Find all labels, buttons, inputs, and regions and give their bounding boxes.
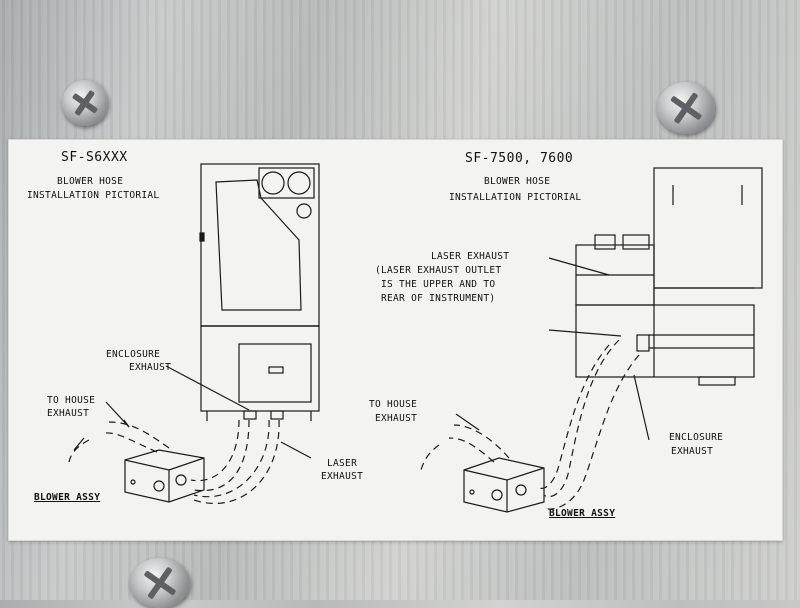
left-blower-drawing bbox=[124, 449, 205, 503]
right-enclosure-label-2: EXHAUST bbox=[671, 446, 714, 457]
installation-diagram bbox=[68, 163, 763, 513]
right-laser-label-3: IS THE UPPER AND TO bbox=[381, 279, 496, 290]
right-laser-label-1: LASER EXHAUST bbox=[431, 251, 510, 262]
right-laser-label-4: REAR OF INSTRUMENT) bbox=[381, 293, 496, 304]
left-laser-label-1: LASER bbox=[327, 458, 358, 469]
right-laser-label-2: (LASER EXHAUST OUTLET bbox=[375, 265, 502, 276]
left-enclosure-label-2: EXHAUST bbox=[129, 362, 172, 373]
right-enclosure-label-1: ENCLOSURE bbox=[669, 432, 724, 443]
left-enclosure-label-1: ENCLOSURE bbox=[106, 349, 161, 360]
left-subtitle-line2: INSTALLATION PICTORIAL bbox=[27, 190, 160, 201]
left-subtitle-line1: BLOWER HOSE bbox=[57, 176, 124, 187]
left-laser-label-2: EXHAUST bbox=[321, 471, 364, 482]
screw-top-right-icon bbox=[657, 82, 715, 134]
right-subtitle-line2: INSTALLATION PICTORIAL bbox=[449, 192, 582, 203]
left-house-label-1: TO HOUSE bbox=[47, 395, 96, 406]
left-blower-label: BLOWER ASSY bbox=[34, 492, 101, 503]
right-model-title: SF-7500, 7600 bbox=[465, 151, 574, 166]
right-house-label-1: TO HOUSE bbox=[369, 399, 418, 410]
left-house-label-2: EXHAUST bbox=[47, 408, 90, 419]
right-instrument-drawing bbox=[575, 167, 763, 386]
right-blower-drawing bbox=[463, 457, 545, 513]
left-model-title: SF-S6XXX bbox=[61, 150, 128, 165]
screw-bottom-left-icon bbox=[130, 558, 190, 608]
right-blower-label: BLOWER ASSY bbox=[549, 508, 616, 519]
right-subtitle-line1: BLOWER HOSE bbox=[484, 176, 551, 187]
instruction-label: SF-S6XXX BLOWER HOSE INSTALLATION PICTOR… bbox=[8, 139, 783, 541]
left-instrument-drawing bbox=[199, 163, 320, 421]
screw-top-left-icon bbox=[62, 80, 108, 126]
right-house-label-2: EXHAUST bbox=[375, 413, 418, 424]
